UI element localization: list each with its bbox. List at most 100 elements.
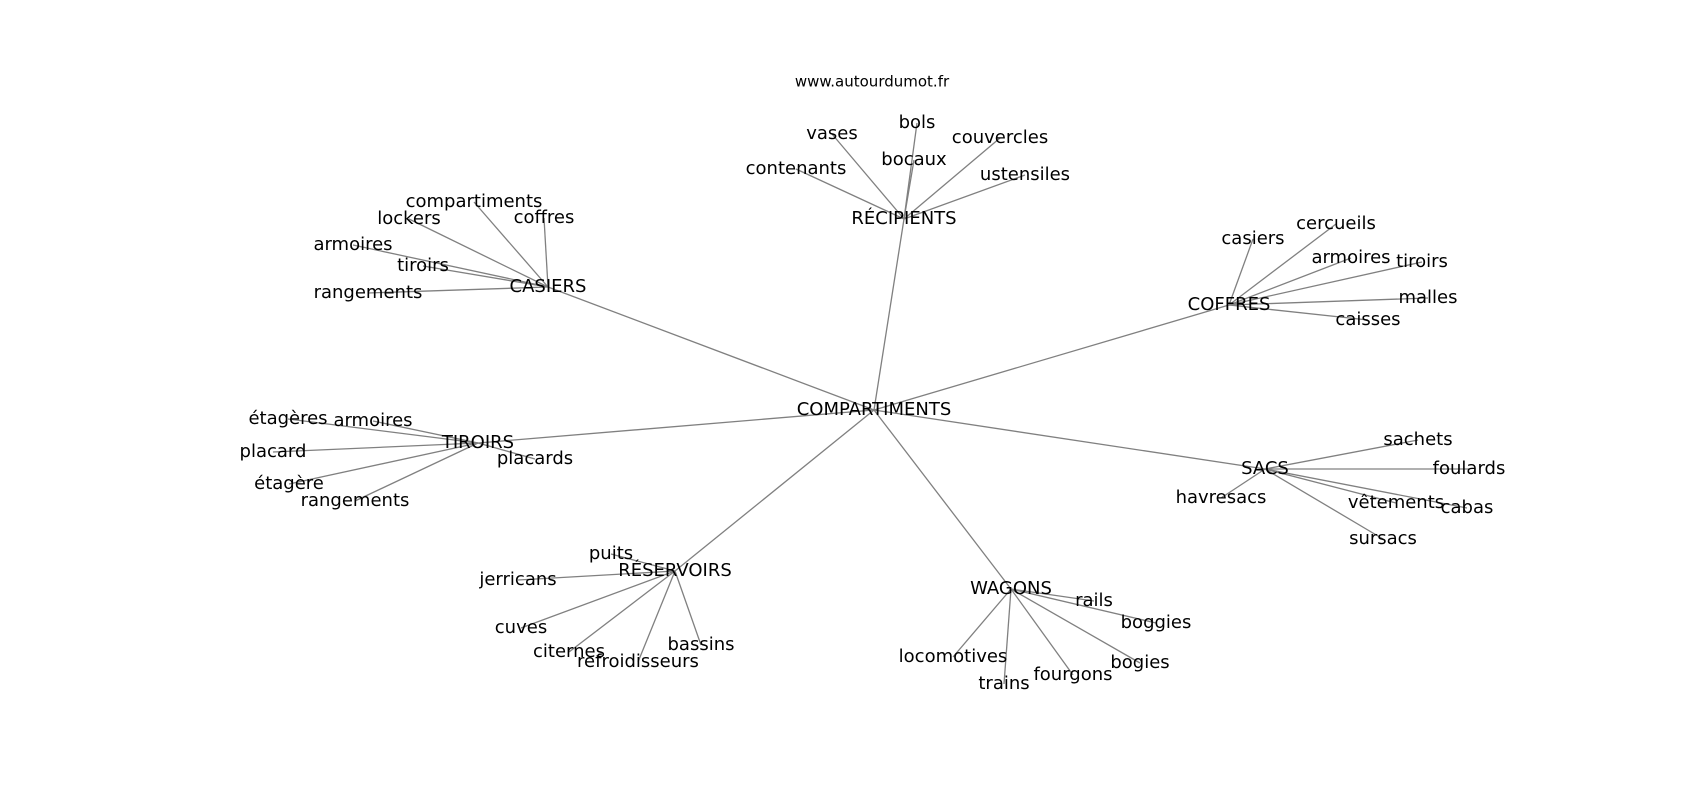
word-node-label: couvercles bbox=[952, 127, 1048, 148]
word-node-label: rails bbox=[1075, 590, 1113, 611]
edge-hub-word bbox=[903, 159, 915, 220]
word-node-label: cuves bbox=[495, 617, 547, 638]
word-node-label: cabas bbox=[1441, 497, 1494, 518]
edge-hub-word bbox=[408, 218, 549, 288]
edge-hub-word bbox=[1010, 588, 1157, 624]
edge-hub-word bbox=[1228, 261, 1423, 306]
word-node-label: havresacs bbox=[1176, 487, 1267, 508]
edge-center-hub bbox=[477, 409, 875, 444]
edge-center-hub bbox=[873, 304, 1230, 411]
edge-center-hub bbox=[873, 218, 905, 411]
edge-hub-word bbox=[367, 286, 549, 294]
edge-hub-word bbox=[517, 570, 676, 581]
word-node-label: bols bbox=[899, 112, 936, 133]
word-node-label: foulards bbox=[1433, 458, 1506, 479]
edge-hub-word bbox=[354, 442, 479, 502]
word-node-label: contenants bbox=[746, 158, 847, 179]
word-node-label: tiroirs bbox=[397, 255, 449, 276]
edge-hub-word bbox=[1228, 257, 1352, 306]
edge-hub-word bbox=[473, 201, 549, 288]
word-node-label: coffres bbox=[514, 207, 575, 228]
word-node-label: trains bbox=[978, 673, 1029, 694]
edge-hub-word bbox=[952, 588, 1012, 658]
edge-hub-word bbox=[568, 570, 676, 653]
word-node-label: ustensiles bbox=[980, 164, 1070, 185]
word-node-label: malles bbox=[1398, 287, 1457, 308]
word-node-label: compartiments bbox=[406, 191, 543, 212]
edge-hub-word bbox=[288, 442, 479, 485]
word-node-label: placards bbox=[497, 448, 573, 469]
edge-hub-word bbox=[674, 570, 702, 646]
hub-node-label: CASIERS bbox=[510, 276, 587, 297]
hub-node-label: RÉSERVOIRS bbox=[618, 559, 732, 581]
word-node-label: caisses bbox=[1335, 309, 1400, 330]
word-node-label: étagères bbox=[248, 408, 327, 429]
edge-hub-word bbox=[477, 442, 536, 460]
edge-hub-word bbox=[1228, 304, 1369, 321]
edge-hub-word bbox=[1228, 297, 1429, 306]
edge-hub-word bbox=[903, 174, 1026, 220]
edge-hub-word bbox=[1264, 439, 1419, 470]
edge-center-hub bbox=[873, 409, 1012, 590]
word-node-label: puits bbox=[589, 543, 633, 564]
word-node-label: cercueils bbox=[1296, 213, 1376, 234]
edge-hub-word bbox=[1010, 588, 1095, 602]
edge-hub-word bbox=[1228, 238, 1254, 306]
word-node-label: citernes bbox=[533, 641, 605, 662]
hub-node-label: COFFRES bbox=[1188, 294, 1271, 315]
edge-hub-word bbox=[422, 265, 549, 288]
edge-hub-word bbox=[372, 420, 479, 444]
edge-center-hub bbox=[547, 286, 875, 411]
word-node-label: fourgons bbox=[1033, 664, 1112, 685]
word-node-label: casiers bbox=[1221, 228, 1284, 249]
edge-hub-word bbox=[1264, 468, 1397, 504]
word-node-label: bogies bbox=[1110, 652, 1169, 673]
edge-hub-word bbox=[272, 442, 479, 453]
edge-hub-word bbox=[1010, 588, 1141, 664]
edge-hub-word bbox=[1264, 468, 1384, 540]
edge-center-hub bbox=[674, 409, 875, 572]
watermark-text: www.autourdumot.fr bbox=[795, 73, 950, 91]
word-node-label: vêtements bbox=[1348, 492, 1444, 513]
edge-hub-word bbox=[1228, 223, 1337, 306]
word-node-label: jerricans bbox=[478, 569, 556, 590]
word-node-label: sursacs bbox=[1349, 528, 1417, 549]
edge-hub-word bbox=[795, 168, 905, 220]
word-node-label: lockers bbox=[377, 208, 441, 229]
hub-node-label: WAGONS bbox=[970, 578, 1052, 599]
word-node-label: rangements bbox=[301, 490, 410, 511]
edge-hub-word bbox=[520, 570, 676, 629]
edge-hub-word bbox=[352, 244, 549, 288]
center-node-label: COMPARTIMENTS bbox=[797, 399, 952, 420]
word-node-label: boggies bbox=[1121, 612, 1192, 633]
hub-node-label: SACS bbox=[1241, 458, 1289, 479]
word-node-label: bocaux bbox=[881, 149, 947, 170]
edge-hub-word bbox=[1264, 468, 1468, 509]
word-node-label: armoires bbox=[313, 234, 392, 255]
edge-hub-word bbox=[1003, 588, 1012, 685]
word-node-label: étagère bbox=[254, 473, 324, 494]
word-node-label: placard bbox=[240, 441, 307, 462]
edge-hub-word bbox=[637, 570, 676, 663]
edge-hub-word bbox=[1010, 588, 1074, 676]
edge-hub-word bbox=[903, 137, 1001, 220]
graph-edges bbox=[272, 122, 1469, 685]
hub-node-label: TIROIRS bbox=[441, 432, 514, 453]
edge-hub-word bbox=[831, 133, 905, 220]
edge-hub-word bbox=[287, 418, 479, 444]
graph-labels: www.autourdumot.fr COMPARTIMENTS RÉCIPIEN… bbox=[240, 73, 1506, 695]
word-node-label: sachets bbox=[1383, 429, 1452, 450]
word-node-label: bassins bbox=[668, 634, 735, 655]
word-node-label: refroidisseurs bbox=[577, 651, 699, 672]
word-node-label: locomotives bbox=[899, 646, 1008, 667]
word-node-label: armoires bbox=[1311, 247, 1390, 268]
word-node-label: vases bbox=[806, 123, 858, 144]
edge-hub-word bbox=[610, 553, 676, 572]
word-node-label: rangements bbox=[314, 282, 423, 303]
word-node-label: armoires bbox=[333, 410, 412, 431]
edge-hub-word bbox=[1220, 468, 1266, 499]
edge-center-hub bbox=[873, 409, 1266, 470]
word-node-label: tiroirs bbox=[1396, 251, 1448, 272]
hub-node-label: RÉCIPIENTS bbox=[851, 207, 956, 229]
